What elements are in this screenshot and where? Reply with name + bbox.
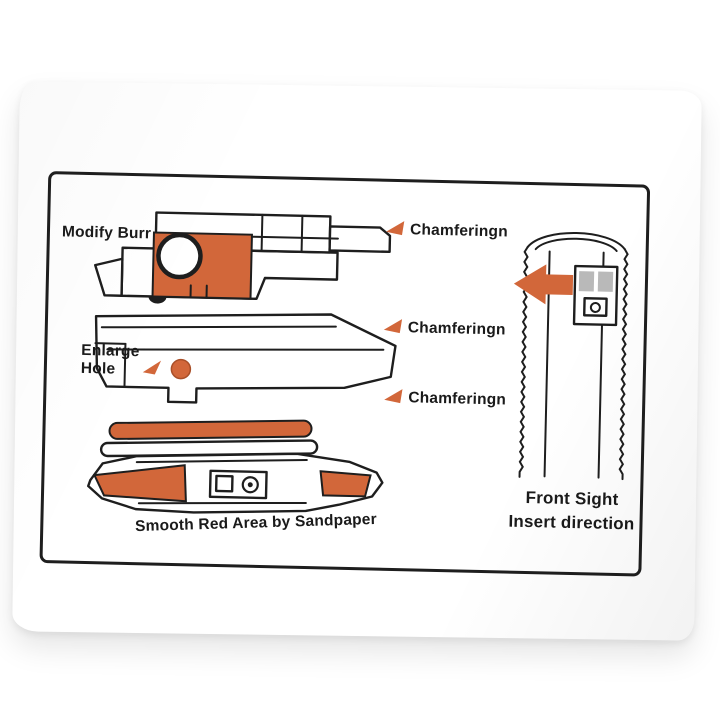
sand-zone-left [92,464,187,503]
chamfering-pointer-icon-2 [383,319,403,334]
chamfering-pointer-icon-1 [386,221,405,236]
modify-burr-label: Modify Burr [62,223,152,242]
sand-plate-top [108,419,313,440]
sandpaper-diagram [87,419,384,514]
chamfering-label-2: Chamferingn [408,319,506,338]
front-sight-label-line2: Insert direction [508,512,634,534]
enlarge-hole-label-line1: Enlarge [81,342,140,360]
enlarge-hole-pointer-icon [142,360,162,375]
rail-right-serration [618,248,629,481]
burr-hole [156,232,203,280]
diagram-frame: Modify Burr Chamferingn Enlarge Hole Cha… [39,171,651,577]
modify-burr-diagram [94,211,392,304]
chamfering-pointer-icon-3 [384,389,403,404]
instruction-sheet: Modify Burr Chamferingn Enlarge Hole Cha… [12,81,702,641]
enlarge-hole-diagram [94,313,397,404]
smooth-red-area-label: Smooth Red Area by Sandpaper [135,511,377,535]
enlarge-hole-label-line2: Hole [81,360,116,378]
front-sight-rail-diagram [513,232,629,481]
diagram-canvas: Modify Burr Chamferingn Enlarge Hole Cha… [62,211,635,535]
chamfering-label-3: Chamferingn [408,389,506,408]
enlarged-hole-marker [170,358,192,380]
insert-direction-arrow-icon [513,264,574,305]
sand-zone-right [319,470,372,498]
chamfering-label-1: Chamferingn [410,221,508,240]
front-sight-label-line1: Front Sight [525,488,618,509]
